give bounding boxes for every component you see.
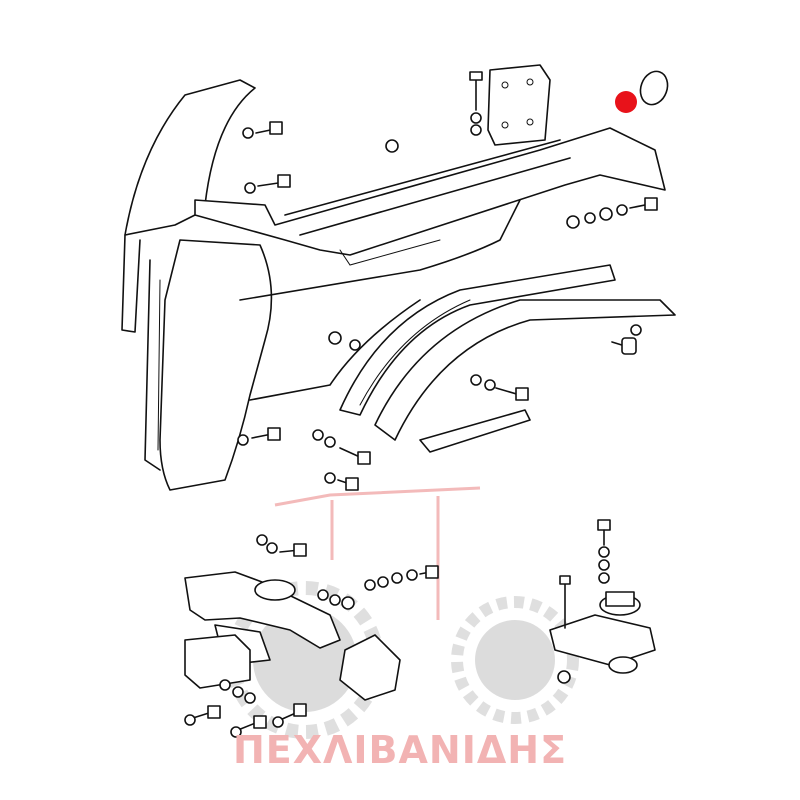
bolt [242,121,283,139]
bolt [324,472,359,491]
bolt [244,174,291,194]
highlight-marker [615,91,637,113]
bolt [256,534,307,557]
bolt [470,374,529,401]
fender-side-panel [121,79,273,491]
nut-cluster [317,589,355,610]
battery-box [184,634,251,689]
engine-mount-bracket [339,634,401,701]
bolt-row-bottom [184,679,307,738]
nut [328,331,361,351]
washer-row [364,565,439,591]
watermark-gear-right [451,596,579,724]
bolt [630,324,642,336]
watermark-brand-text: ΠΕΧΛΙΒΑΝΙΔΗΣ [232,728,568,772]
knob [611,337,637,355]
bolt-set-upper [242,71,658,355]
washer-set-right [566,197,658,229]
lower-reinforcement-strip [419,409,531,453]
bolt-set-middle [237,331,529,491]
nut [385,139,399,153]
bolt-set-lower-left [184,534,439,738]
mounting-plate [487,64,551,146]
o-ring-seal[interactable] [636,68,672,109]
mount-nut [557,670,571,684]
mount-bolt-stack [597,519,611,584]
mount-bracket [549,575,656,666]
inner-fender-arch [239,199,521,401]
fender-arch-strips [339,264,676,441]
bolt [237,427,281,446]
rubber-mount [599,591,641,616]
rubber-mount-assembly [549,519,656,684]
bolt [469,71,483,136]
mount-spacer [608,656,638,674]
bolt [312,429,371,465]
main-support-frame [194,127,666,266]
gasket [254,579,296,601]
battery-bracket-assembly [184,571,401,701]
watermark-tractor-frame [274,486,481,620]
